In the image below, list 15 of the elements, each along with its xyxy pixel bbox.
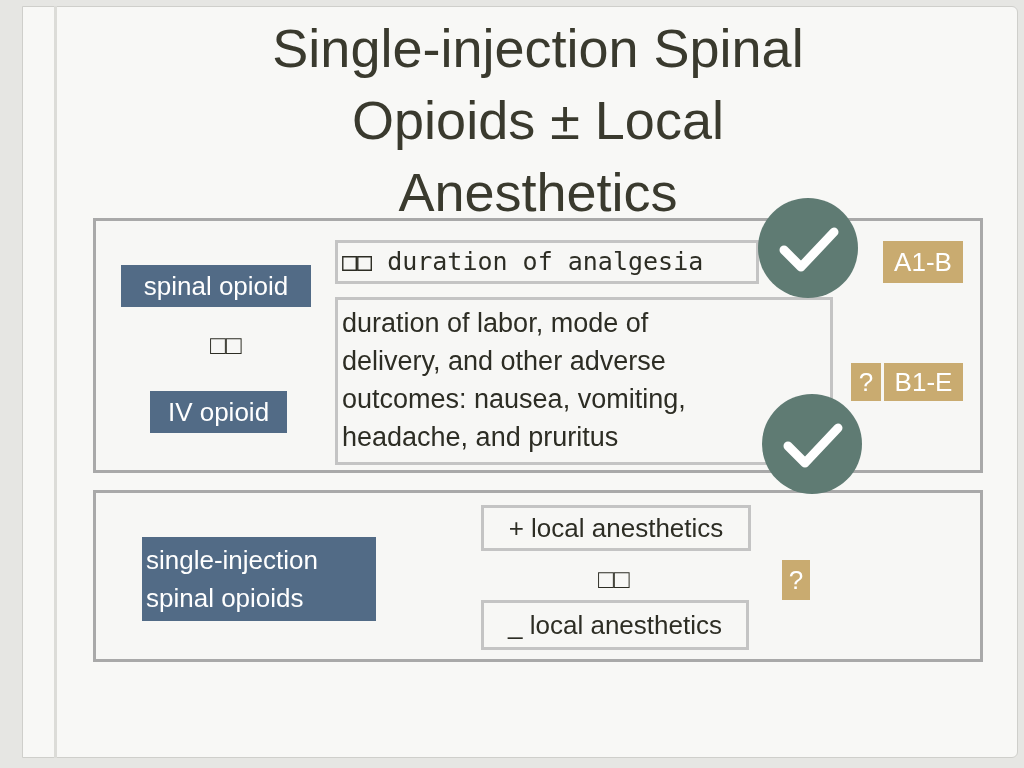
comparison-box: + local anesthetics: [481, 505, 751, 551]
grade-badge: B1-E: [884, 363, 963, 401]
intervention-box: single-injection spinal opioids: [142, 537, 376, 621]
result-box: □□ duration of analgesia: [335, 240, 759, 284]
grade-badge: ?: [851, 363, 881, 401]
symbol-label: □□: [210, 329, 242, 362]
panel-box: [93, 490, 983, 662]
intervention-box: spinal opioid: [121, 265, 311, 307]
panel-box: [93, 218, 983, 473]
grade-badge: A1-B: [883, 241, 963, 283]
symbol-label: □□: [598, 563, 630, 596]
title: Single-injection Spinal Opioids ± Local Anesthetics: [271, 17, 805, 224]
comparison-box: _ local anesthetics: [481, 600, 749, 650]
intervention-box: IV opioid: [150, 391, 287, 433]
grade-badge: ?: [782, 560, 810, 600]
